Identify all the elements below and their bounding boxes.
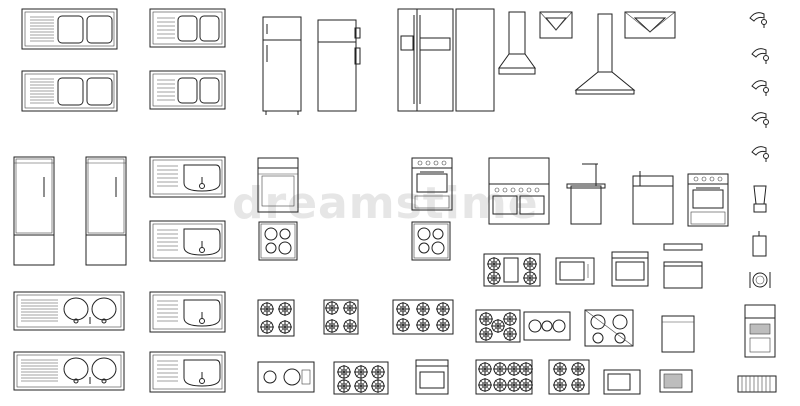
tall-refrigerator — [13, 156, 55, 266]
plate-setting-icon — [749, 272, 771, 288]
wall-oven-front — [415, 359, 449, 395]
side-by-side-refrigerator — [397, 8, 454, 112]
cooktop-four-burner — [411, 221, 451, 261]
refrigerator-top-freezer-side — [317, 19, 361, 112]
gas-cooktop-four-burner — [257, 299, 295, 337]
electric-cooktop — [523, 311, 571, 341]
gas-cooktop-six-burner — [392, 299, 454, 335]
cutting-board-icon — [752, 231, 767, 257]
induction-cooktop — [584, 309, 634, 347]
prep-counter-side — [632, 171, 674, 225]
faucet-icon — [751, 48, 769, 65]
tall-refrigerator — [85, 156, 127, 266]
built-in-cooktop-side — [663, 243, 703, 289]
double-sink-symbol — [21, 8, 118, 50]
chimney-hood-front — [574, 13, 636, 95]
microwave-front — [603, 369, 641, 395]
microwave-small-front — [661, 315, 695, 353]
commercial-fryer-side — [566, 163, 606, 225]
sink-with-drainboard — [149, 220, 226, 262]
commercial-range-front — [488, 157, 550, 225]
double-sink-symbol — [21, 70, 118, 112]
faucet-icon — [751, 80, 769, 97]
radiator-front — [737, 375, 777, 393]
sink-with-drainboard — [149, 291, 226, 333]
gas-cooktop-four-burner — [323, 299, 359, 335]
wall-oven-front — [611, 251, 649, 287]
gas-cooktop-five-burner — [475, 309, 521, 343]
dish-rack-front — [744, 304, 776, 358]
double-sink-long — [13, 351, 125, 391]
gas-cooktop-eight-burner — [475, 359, 534, 395]
sink-with-drainboard — [149, 156, 226, 198]
blender-icon — [753, 185, 767, 213]
range-hood-front — [498, 11, 536, 75]
side-by-side-refrigerator-side — [455, 8, 495, 112]
refrigerator-top-freezer — [262, 16, 302, 115]
sink-with-drainboard — [149, 351, 226, 393]
chimney-hood-top — [624, 11, 676, 39]
range-hood-top — [539, 11, 573, 39]
faucet-icon — [749, 12, 767, 29]
range-oven-front — [411, 157, 453, 211]
gas-cooktop-with-griddle — [483, 253, 541, 287]
double-sink-symbol — [149, 8, 226, 48]
faucet-icon — [751, 112, 769, 129]
double-sink-symbol — [149, 70, 226, 110]
toaster-oven-front — [659, 369, 693, 393]
cooktop-with-controls — [257, 361, 315, 393]
gas-cooktop-six-burner — [333, 361, 389, 395]
faucet-icon — [751, 146, 769, 163]
cooktop-four-burner — [258, 221, 298, 261]
gas-cooktop-four-burner — [548, 359, 590, 395]
double-sink-long — [13, 291, 125, 331]
freestanding-range-front — [687, 173, 729, 227]
microwave-front — [555, 257, 595, 285]
dishwasher-front — [257, 157, 299, 213]
